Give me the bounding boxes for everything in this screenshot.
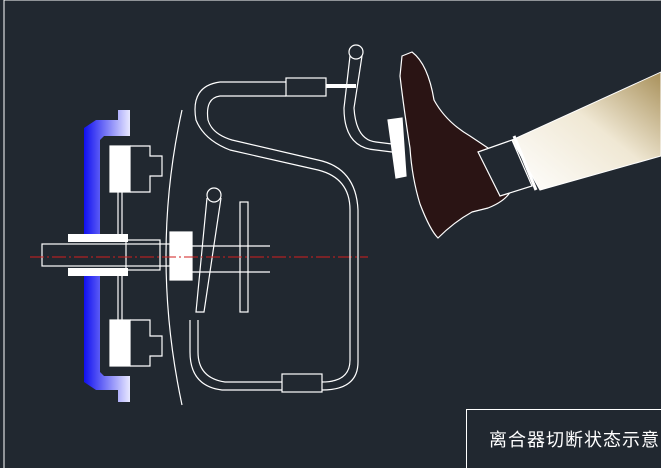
- clutch-pedal: [343, 44, 407, 179]
- trouser-leg: [477, 71, 661, 197]
- clutch-housing: [165, 109, 183, 406]
- clutch-disc: [68, 145, 163, 367]
- release-fork: [195, 187, 249, 313]
- caption-box: 离合器切断状态示意图: [466, 409, 661, 468]
- clutch-cable: [189, 77, 359, 393]
- drawing-frame: [3, 0, 661, 468]
- input-shaft: [41, 231, 270, 281]
- flywheel: [84, 110, 130, 402]
- diagram-caption: 离合器切断状态示意图: [489, 430, 661, 451]
- shoe: [399, 51, 513, 239]
